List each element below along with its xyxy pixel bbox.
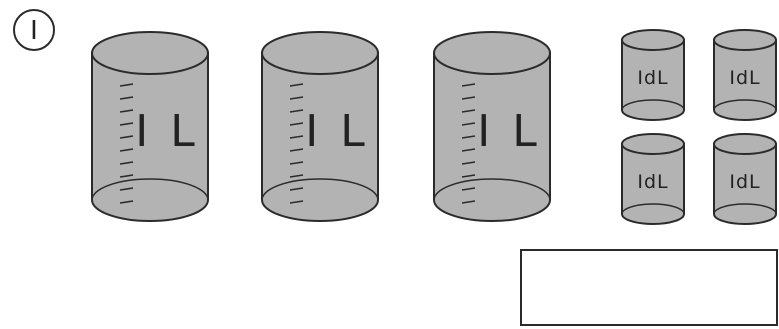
container-base-back — [91, 178, 209, 201]
scale-marks — [119, 83, 134, 204]
problem-number-circle — [13, 9, 55, 51]
container-base-back — [621, 203, 685, 215]
container-label: IdL — [637, 67, 668, 89]
container-rim — [91, 31, 209, 75]
container-rim — [621, 29, 685, 51]
container-body — [713, 39, 777, 121]
small-container-2: IdL — [713, 29, 777, 121]
container-rim — [713, 29, 777, 51]
problem-number-text: Ⅰ — [30, 16, 38, 46]
small-container-1: IdL — [621, 29, 685, 121]
answer-box-frame[interactable] — [520, 249, 778, 326]
small-container-4: IdL — [713, 133, 777, 225]
container-base-back — [713, 99, 777, 111]
container-label: I L — [305, 106, 368, 157]
container-base-back — [261, 178, 379, 201]
container-rim — [433, 31, 551, 75]
container-body — [621, 39, 685, 121]
container-body — [91, 52, 209, 222]
problem-number: Ⅰ — [13, 9, 55, 51]
container-body — [713, 143, 777, 225]
container-label: IdL — [637, 171, 668, 193]
container-rim — [713, 133, 777, 155]
big-container-3: I L — [433, 31, 551, 222]
container-base-back — [433, 178, 551, 201]
container-body — [433, 52, 551, 222]
container-base-back — [713, 203, 777, 215]
scale-marks — [289, 83, 304, 204]
small-container-3: IdL — [621, 133, 685, 225]
container-label: I L — [135, 106, 198, 157]
container-label: I L — [477, 106, 540, 157]
big-container-2: I L — [261, 31, 379, 222]
container-body — [261, 52, 379, 222]
container-rim — [261, 31, 379, 75]
big-container-1: I L — [91, 31, 209, 222]
answer-box[interactable] — [520, 249, 778, 326]
container-label: IdL — [729, 171, 760, 193]
container-label: IdL — [729, 67, 760, 89]
container-rim — [621, 133, 685, 155]
scale-marks — [461, 83, 476, 204]
container-body — [621, 143, 685, 225]
container-base-back — [621, 99, 685, 111]
